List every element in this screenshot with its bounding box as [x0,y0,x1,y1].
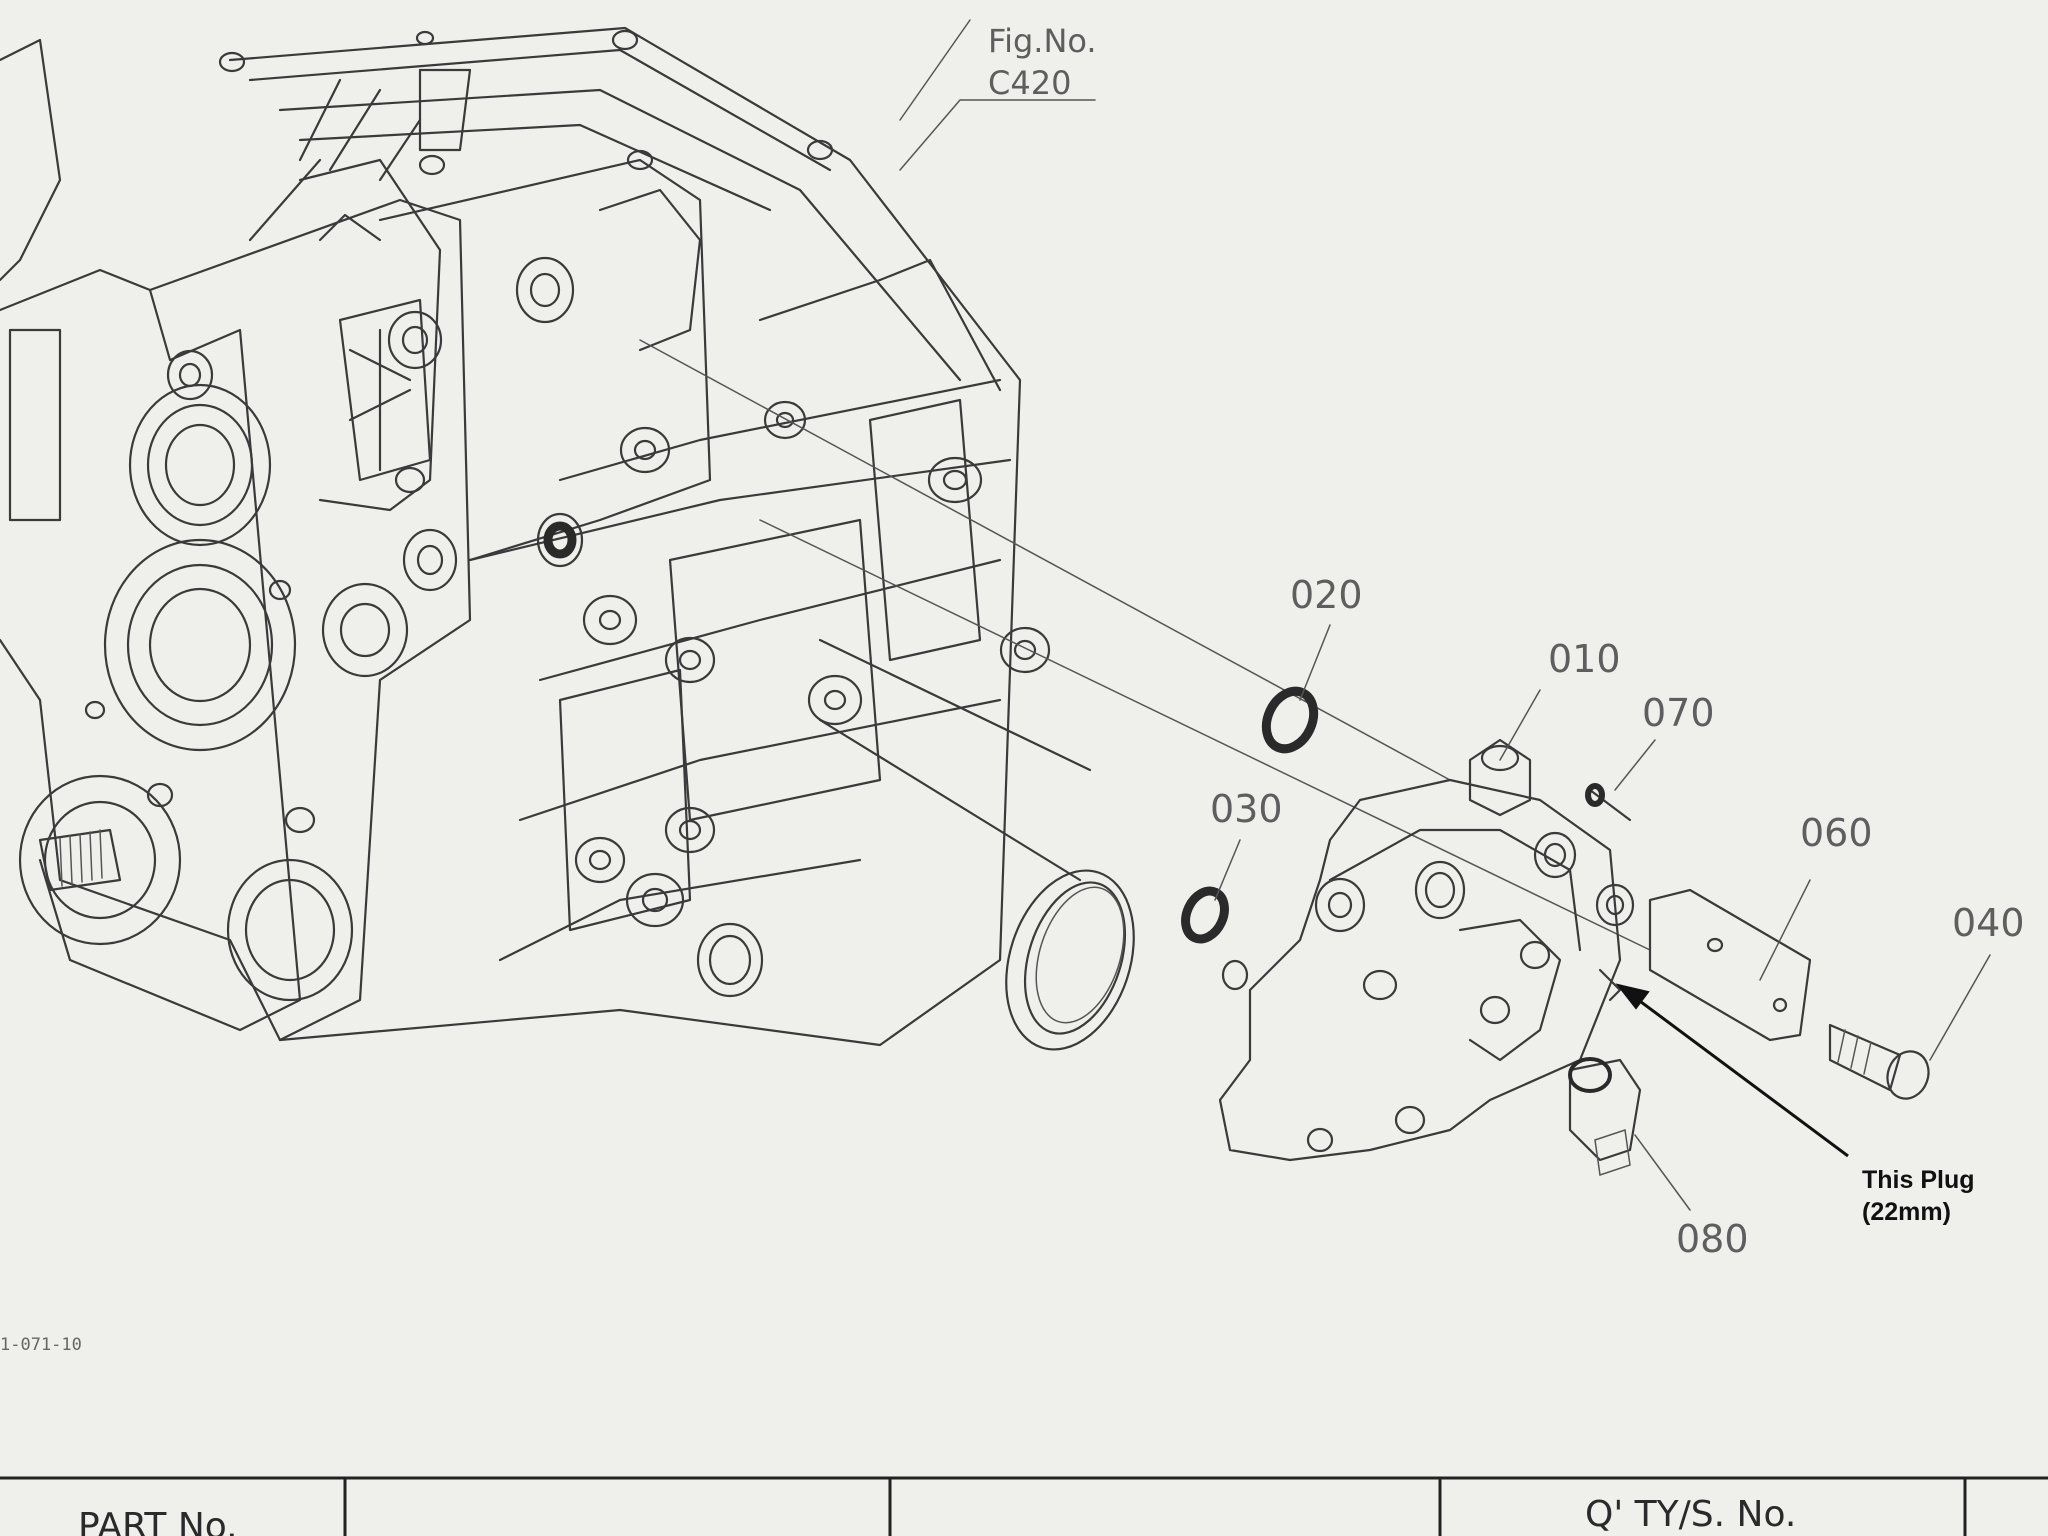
part-label-020: 020 [1290,573,1363,617]
part-label-080: 080 [1676,1217,1749,1261]
plug-pointer-arrow [1615,983,1849,1158]
leader-lines [899,19,1991,1211]
o-ring-030 [1181,886,1229,944]
fig-no-prefix: Fig.No. [988,22,1097,60]
plug-080 [1568,1057,1642,1176]
axis-line-lower [759,519,1651,951]
callout-line-2: (22mm) [1862,1198,1951,1226]
bolt-040 [1828,1023,1930,1100]
valve-block-010 [1218,738,1635,1162]
part-label-030: 030 [1210,787,1283,831]
fig-no-number: C420 [988,64,1071,102]
part-label-010: 010 [1548,637,1621,681]
tube-sleeve [818,638,1135,1051]
o-ring-020 [1261,686,1319,754]
callout-line-1: This Plug [1862,1166,1975,1194]
part-label-070: 070 [1642,691,1715,735]
plate-060 [1648,888,1812,1042]
parts-table-header: PART No. Q' TY/S. No. [0,1476,2048,1536]
bolt-070 [1585,783,1632,822]
drawing-code: 1-071-10 [0,1335,82,1355]
table-col-part-no: PART No. [78,1506,238,1536]
part-label-060: 060 [1800,811,1873,855]
axis-line-upper [639,339,1451,781]
transmission-housing [0,26,1051,1047]
table-col-qty-serial: Q' TY/S. No. [1585,1494,1796,1535]
part-label-040: 040 [1952,901,2025,945]
